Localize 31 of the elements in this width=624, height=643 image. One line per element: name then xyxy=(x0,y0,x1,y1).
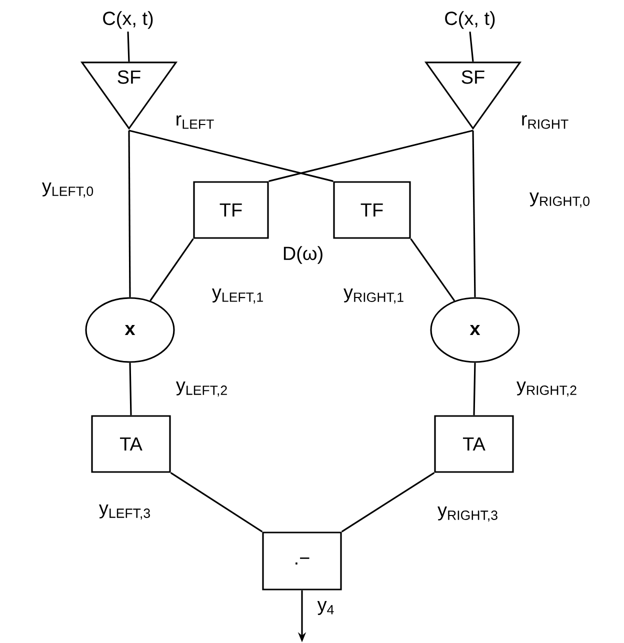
connector-line xyxy=(473,362,476,416)
edge-label: y$_{RIGHT,3}$ xyxy=(436,505,500,523)
connector-line xyxy=(469,32,474,62)
edge-label: y$_{RIGHT,2}$ xyxy=(516,380,578,398)
connector-line xyxy=(128,130,334,182)
connector-line xyxy=(268,130,474,182)
connector-line xyxy=(127,32,130,62)
input-label: C(x, t) xyxy=(103,11,153,29)
edge-label: y$_{4}$ xyxy=(316,600,336,616)
filter-label: D(ω) xyxy=(284,246,322,264)
signal-label: r$_{LEFT}$ xyxy=(176,115,214,129)
input-label: C(x, t) xyxy=(445,11,495,29)
process-box: TA xyxy=(91,415,171,473)
process-box: TA xyxy=(434,415,514,473)
edge-label: y$_{LEFT,1}$ xyxy=(210,288,266,304)
signal-label: r$_{RIGHT}$ xyxy=(522,115,568,129)
edge-label: y$_{LEFT,0}$ xyxy=(40,181,96,199)
edge-label: y$_{LEFT,2}$ xyxy=(174,380,230,398)
connector-line xyxy=(128,130,131,298)
connector-line xyxy=(472,130,476,298)
edge-label: y$_{LEFT,3}$ xyxy=(98,503,152,521)
process-box: TF xyxy=(193,181,269,239)
connector-line xyxy=(410,238,456,302)
connector-line xyxy=(170,472,263,532)
connector-line xyxy=(341,472,435,532)
process-box: TF xyxy=(333,181,411,239)
edge-label: y$_{RIGHT,0}$ xyxy=(528,191,592,209)
connector-line xyxy=(150,238,194,302)
process-box: .− xyxy=(262,532,342,590)
edge-label: y$_{RIGHT,1}$ xyxy=(342,287,406,305)
connector-line xyxy=(129,362,132,416)
